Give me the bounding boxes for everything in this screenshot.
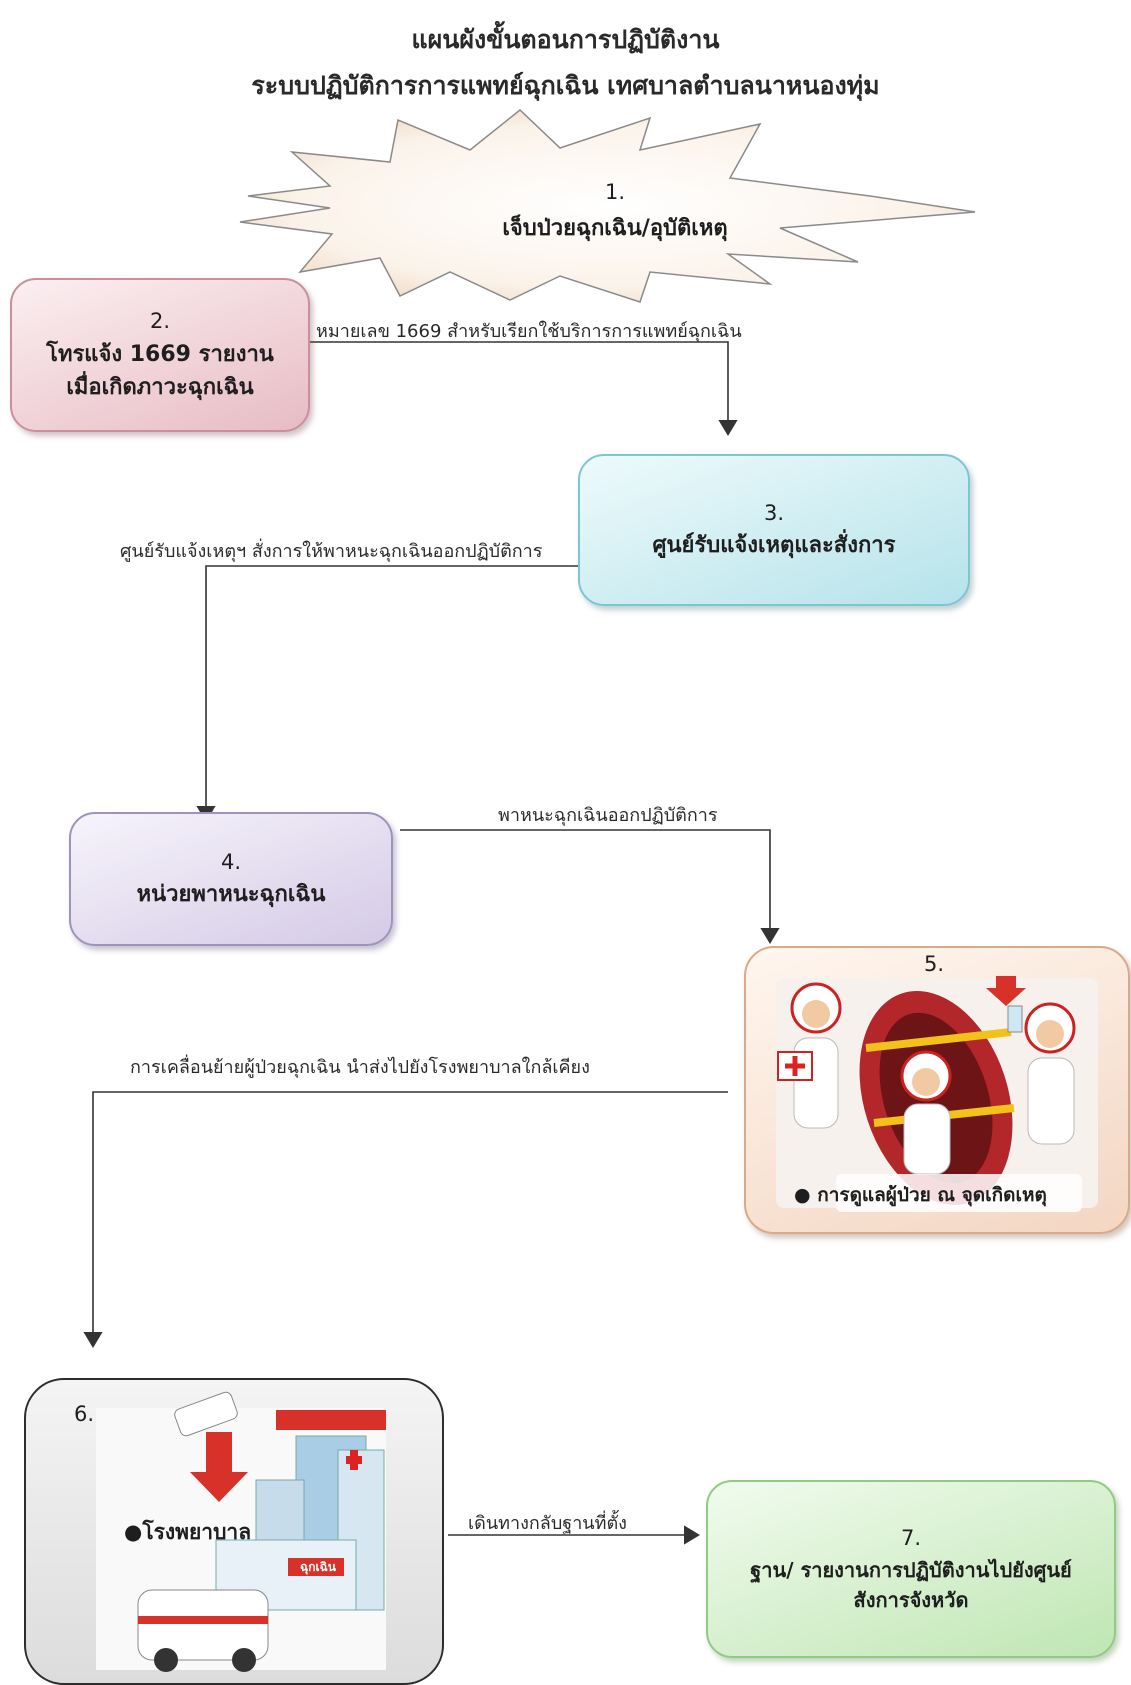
step-5-caption: ● การดูแลผู้ป่วย ณ จุดเกิดเหตุ <box>794 1184 1047 1206</box>
step-2-label-line1: โทรแจ้ง 1669 รายงาน <box>46 341 274 367</box>
iv-bag-icon <box>1007 1005 1023 1033</box>
step-6-number: 6. <box>74 1402 95 1426</box>
diagram-title: แผนผังขั้นตอนการปฏิบัติงาน <box>411 25 720 54</box>
rescue-illustration <box>776 976 1098 1212</box>
step-4-label: หน่วยพาหนะฉุกเฉิน <box>136 882 326 908</box>
step-2-label-line2: เมื่อเกิดภาวะฉุกเฉิน <box>66 374 254 400</box>
connector-2-3 <box>310 341 738 436</box>
connector-label-3-4: ศูนย์รับแจ้งเหตุฯ สั่งการให้พาหนะฉุกเฉิน… <box>120 541 543 562</box>
step-7-box: 7. ฐาน/ รายงานการปฏิบัติงานไปยังศูนย์ สั… <box>706 1480 1116 1658</box>
step-7-label-line2: สังการจังหวัด <box>853 1587 969 1612</box>
step-1-label: เจ็บป่วยฉุกเฉิน/อุบัติเหตุ <box>502 216 728 241</box>
step-5-number: 5. <box>924 952 945 976</box>
connector-3-4 <box>196 565 578 822</box>
step-5-box: 5. ● การดูแลผู้ป่วย ณ จุดเกิดเหตุ <box>744 946 1130 1234</box>
step-3-box: 3. ศูนย์รับแจ้งเหตุและสั่งการ <box>578 454 970 606</box>
step-4-box: 4. หน่วยพาหนะฉุกเฉิน <box>69 812 393 946</box>
step-6-caption: ●โรงพยาบาล <box>124 1520 252 1544</box>
step-3-number: 3. <box>763 500 785 525</box>
connector-label-6-7: เดินทางกลับฐานที่ตั้ง <box>468 1513 627 1534</box>
step-2-box: 2. โทรแจ้ง 1669 รายงาน เมื่อเกิดภาวะฉุกเ… <box>10 278 310 432</box>
connector-5-6 <box>83 1091 728 1348</box>
connector-label-2-3: หมายเลข 1669 สำหรับเรียกใช้บริการการแพทย… <box>316 321 742 342</box>
emergency-sign <box>288 1558 344 1576</box>
connector-label-4-5: พาหนะฉุกเฉินออกปฏิบัติการ <box>498 805 718 826</box>
arrow-down-icon <box>986 976 1026 1006</box>
red-cross-icon <box>346 1450 362 1470</box>
hospital-illustration <box>96 1391 386 1672</box>
connector-4-5 <box>400 829 780 944</box>
step-2-number: 2. <box>149 309 171 334</box>
step-1: 1. เจ็บป่วยฉุกเฉิน/อุบัติเหตุ <box>440 180 790 245</box>
ambulance-small-icon <box>174 1391 238 1437</box>
ambulance-icon <box>137 1589 269 1661</box>
diagram-subtitle: ระบบปฏิบัติการการแพทย์ฉุกเฉิน เทศบาลตำบล… <box>251 71 880 100</box>
arrow-down-icon <box>190 1432 248 1502</box>
step-6-sign-text: ฉุกเฉิน <box>300 1560 336 1574</box>
step-6-box: 6. ●โรงพยาบาล ฉุกเฉิน <box>24 1378 444 1685</box>
connector-label-5-6: การเคลื่อนย้ายผู้ป่วยฉุกเฉิน นำส่งไปยังโ… <box>130 1057 590 1078</box>
step-7-label-line1: ฐาน/ รายงานการปฏิบัติงานไปยังศูนย์ <box>750 1557 1072 1582</box>
starburst-step-1 <box>239 109 976 303</box>
step-1-number: 1. <box>604 180 626 204</box>
step-3-label: ศูนย์รับแจ้งเหตุและสั่งการ <box>652 533 896 559</box>
step-4-number: 4. <box>220 849 242 874</box>
step-7-number: 7. <box>900 1526 922 1551</box>
